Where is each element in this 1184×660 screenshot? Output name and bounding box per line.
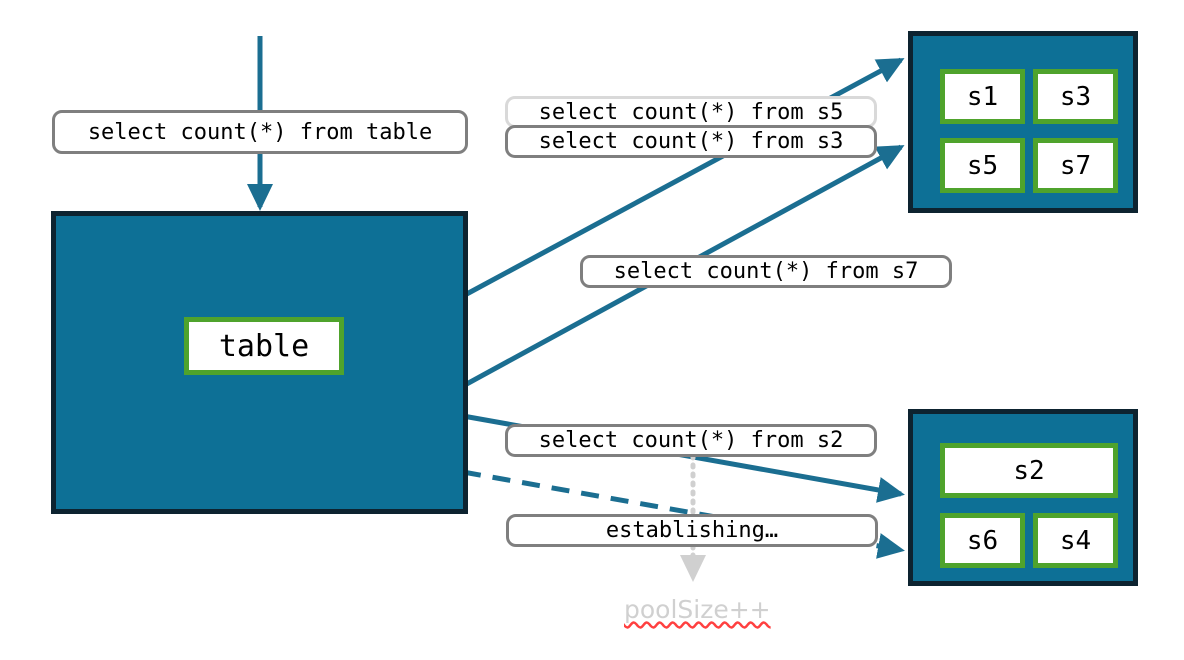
pool-size-text: poolSize++ — [624, 595, 771, 624]
table-node: table — [184, 317, 344, 375]
server-node-label: s1 — [966, 81, 999, 112]
server-node-s6: s6 — [940, 513, 1025, 568]
query-label-s5-text: select count(*) from s5 — [538, 99, 844, 125]
query-label-s7: select count(*) from s7 — [580, 255, 952, 288]
source-query-text: select count(*) from table — [87, 119, 433, 145]
establishing-label: establishing… — [506, 514, 878, 547]
table-node-label: table — [218, 328, 310, 364]
query-label-s7-text: select count(*) from s7 — [613, 259, 919, 284]
query-label-s5: select count(*) from s5 — [505, 96, 877, 128]
server-node-label: s2 — [1013, 455, 1045, 486]
server-node-s7: s7 — [1033, 138, 1118, 193]
server-node-label: s6 — [966, 525, 999, 556]
server-node-s5: s5 — [940, 138, 1025, 193]
server-node-label: s5 — [966, 150, 999, 181]
source-query-label: select count(*) from table — [52, 110, 468, 154]
server-node-s1: s1 — [940, 69, 1025, 124]
server-node-s2: s2 — [940, 443, 1118, 498]
database-container: table — [51, 211, 468, 514]
pool-size-annotation: poolSize++ — [624, 595, 771, 624]
server-node-s4: s4 — [1033, 513, 1118, 568]
query-label-s3: select count(*) from s3 — [505, 125, 877, 158]
server-node-label: s7 — [1059, 150, 1092, 181]
server-node-s3: s3 — [1033, 69, 1118, 124]
server-node-label: s3 — [1059, 81, 1092, 112]
establishing-label-text: establishing… — [605, 518, 779, 543]
server-pool-top: s1 s3 s5 s7 — [908, 31, 1138, 213]
server-node-label: s4 — [1059, 525, 1092, 556]
server-pool-bottom: s2 s6 s4 — [908, 409, 1138, 586]
query-label-s2-text: select count(*) from s2 — [538, 428, 844, 453]
query-label-s2: select count(*) from s2 — [505, 424, 877, 457]
query-label-s3-text: select count(*) from s3 — [538, 129, 844, 154]
